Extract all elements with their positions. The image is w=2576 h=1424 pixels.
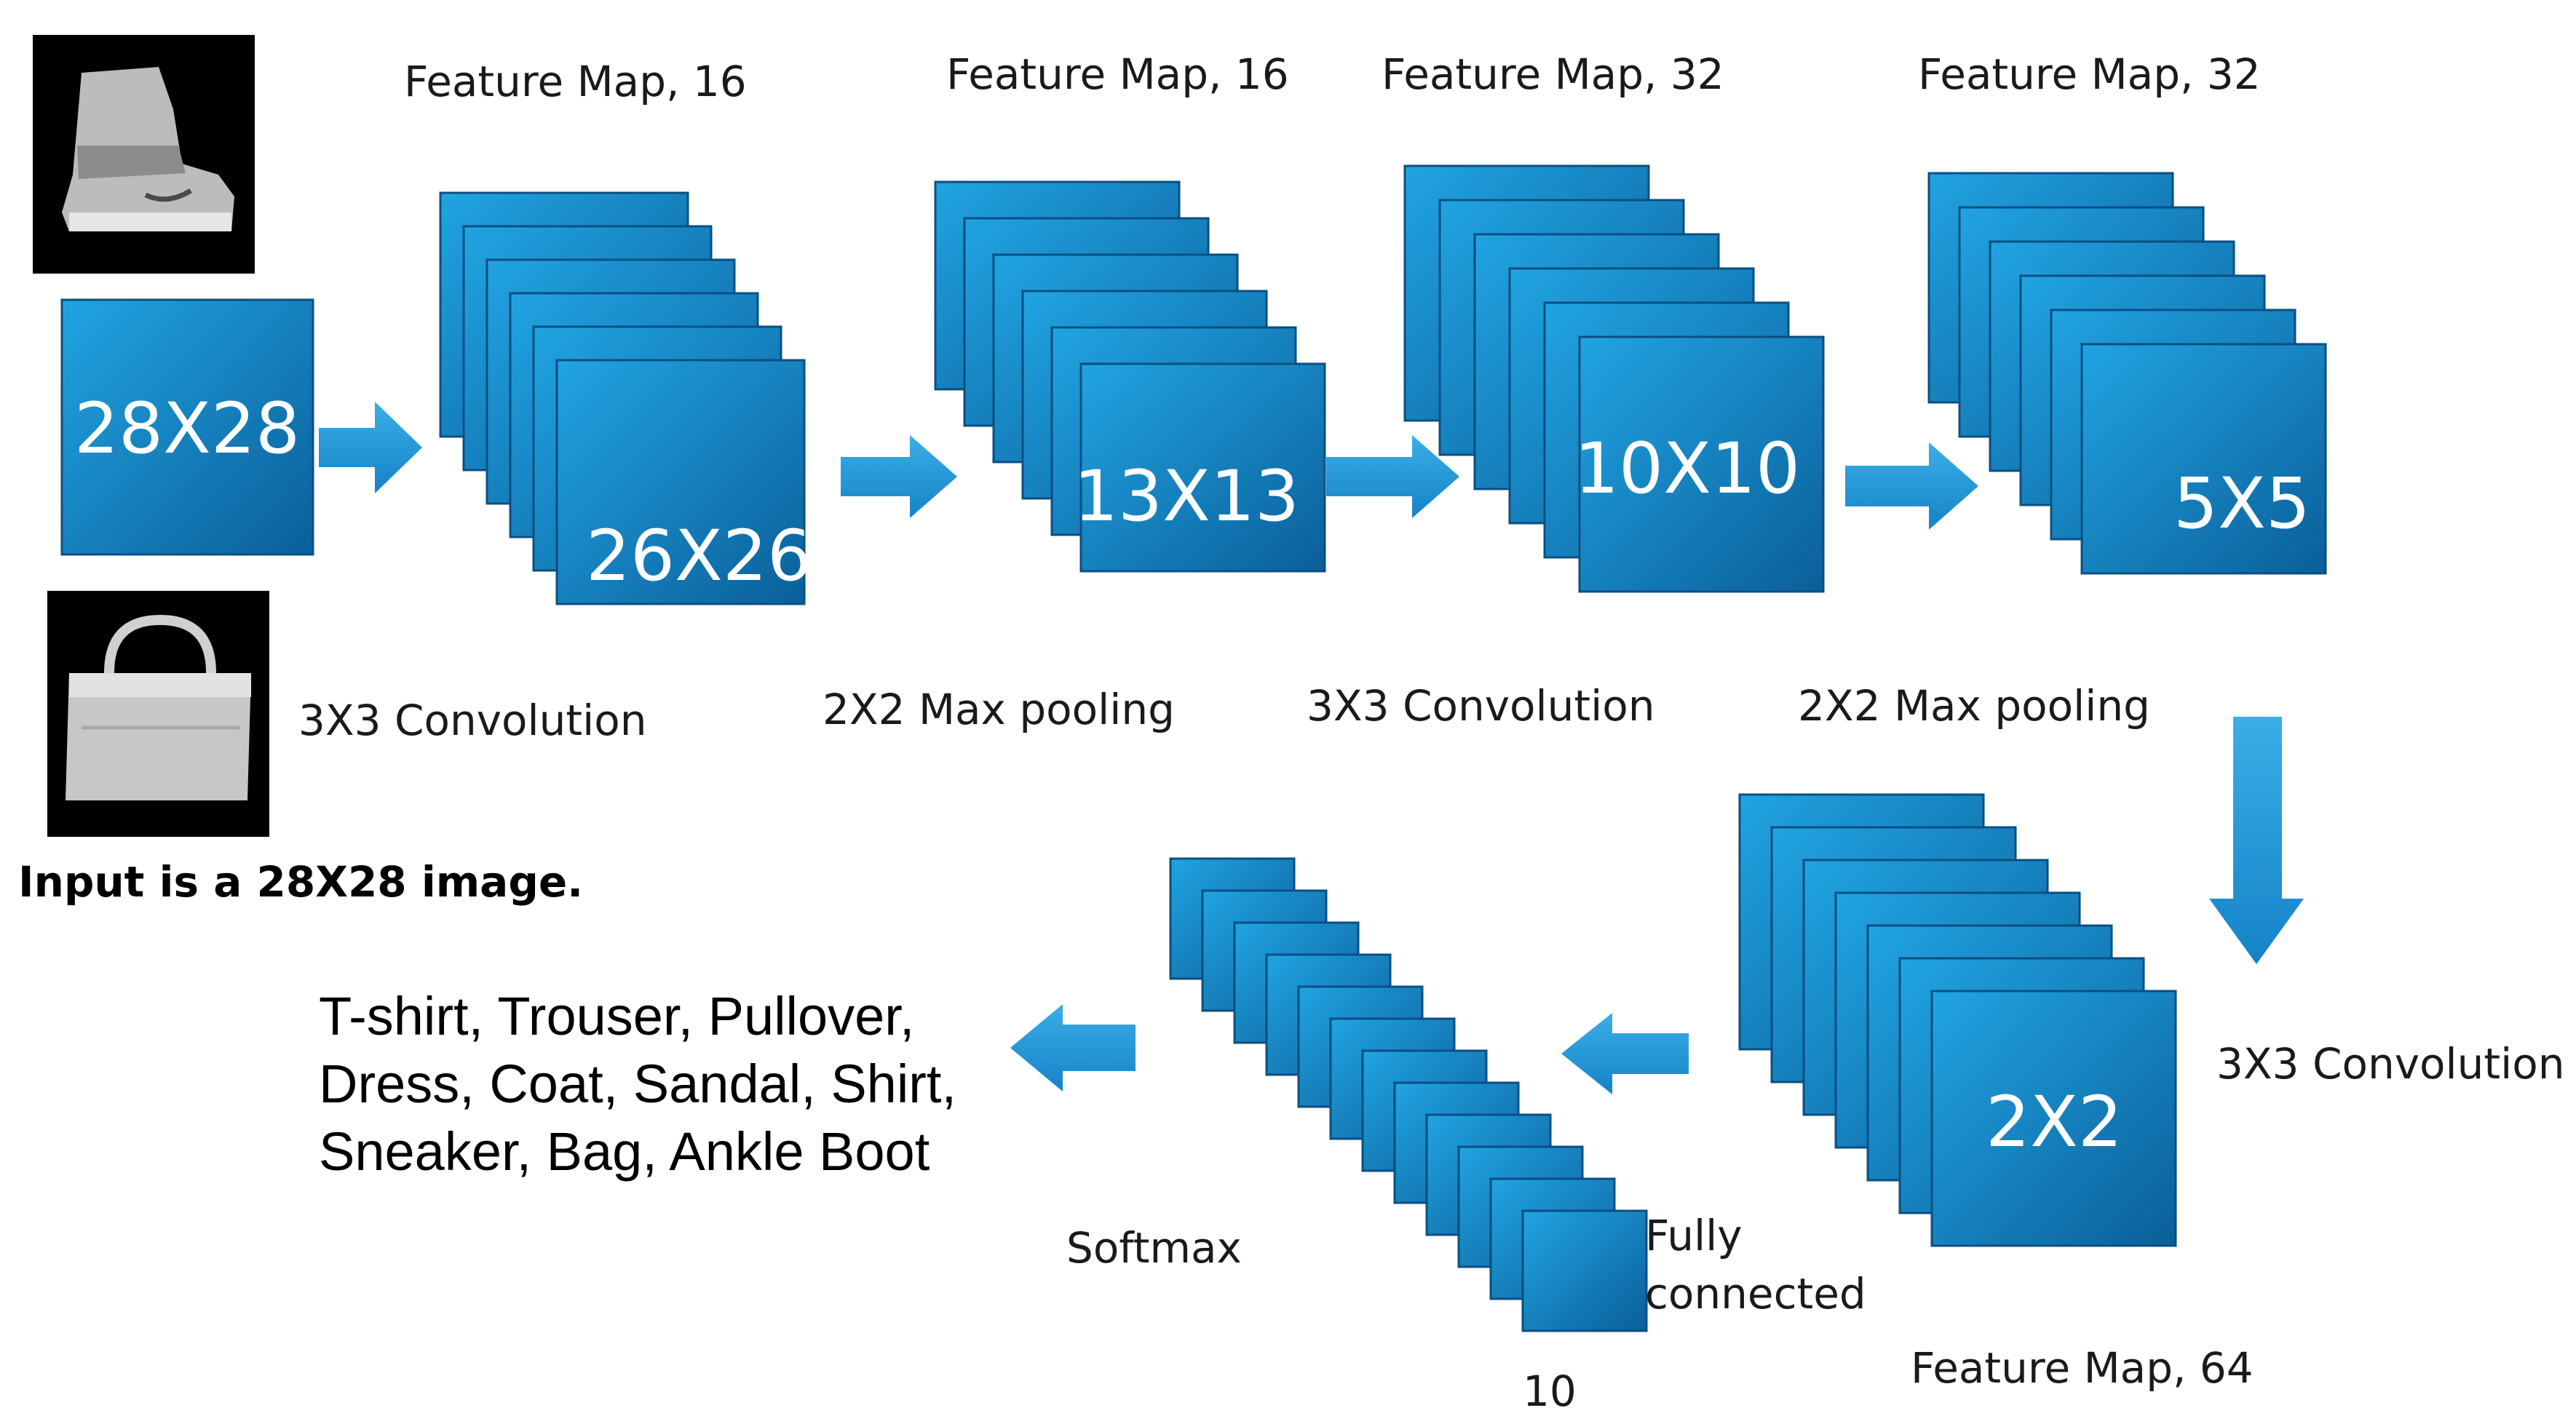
stage-block-layer [1521,1209,1648,1332]
arrow-left-icon [1010,1004,1136,1091]
stack-pool1 [934,180,1326,573]
arrow-right-icon [319,402,422,493]
fully-connected-line: Fully [1645,1211,1743,1260]
stage-dim-label: 5X5 [2173,463,2310,544]
stage-block-layer [1079,362,1326,573]
operation-label: 3X3 Convolution [2216,1039,2565,1089]
stage-block-layer [1578,335,1825,593]
arrow-down-icon [2209,717,2304,964]
output-class-line: Sneaker, Bag, Ankle Boot [319,1121,930,1182]
feature-map-label: Feature Map, 32 [1382,49,1724,99]
stage-block-layer [60,298,314,556]
operation-label: 3X3 Convolution [298,696,647,745]
stage-dim-label: 26X26 [586,515,812,597]
fully-connected-label: Fully connected [1645,1211,1866,1318]
output-class-line: Dress, Coat, Sandal, Shirt, [319,1054,956,1114]
fully-connected-line: connected [1645,1269,1866,1318]
stack-dense [1169,857,1648,1332]
ankle-boot-icon [33,35,255,274]
dense-count-label: 10 [1523,1367,1577,1416]
softmax-label: Softmax [1066,1223,1242,1273]
feature-map-label: Feature Map, 16 [404,57,747,106]
output-classes: T-shirt, Trouser, Pullover, Dress, Coat,… [319,986,972,1182]
stage-block-layer [1930,990,2177,1247]
output-class-line: T-shirt, Trouser, Pullover, [319,986,914,1046]
input-caption: Input is a 28X28 image. [18,857,583,907]
bag-icon [47,591,269,837]
arrow-left-icon [1561,1013,1689,1094]
arrow-right-icon [1326,435,1459,518]
feature-map-label: Feature Map, 64 [1911,1343,2254,1393]
stage-block-layer [555,359,806,605]
stack-conv2 [1403,164,1825,593]
operation-label: 3X3 Convolution [1307,681,1655,731]
operation-label: 2X2 Max pooling [823,685,1175,734]
operation-label: 2X2 Max pooling [1798,681,2150,731]
feature-map-label: Feature Map, 32 [1918,49,2261,99]
input-block: 28X28 [60,298,314,556]
stage-dim-label: 2X2 [1986,1081,2123,1163]
feature-map-label: Feature Map, 16 [946,49,1289,99]
stack-conv1 [439,191,806,605]
stage-dim-label: 28X28 [74,388,300,469]
arrow-right-icon [1845,442,1978,530]
stack-pool2 [1927,172,2327,575]
stage-block-layer [2080,343,2327,575]
stage-dim-label: 13X13 [1074,456,1299,537]
stack-conv3 [1738,793,2177,1247]
arrow-right-icon [841,435,957,518]
stage-dim-label: 10X10 [1574,428,1800,509]
